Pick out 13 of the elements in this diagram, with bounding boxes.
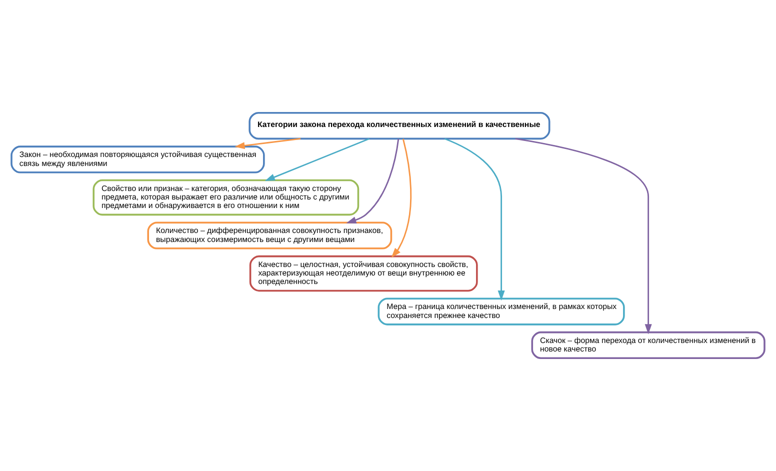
node-box: Категории закона перехода количественных изменений в качественные: [248, 112, 550, 140]
node-box: Качество – целостная, устойчивая совокупность свойств, характеризующая неотделимую от вещи внутреннюю ее определенность: [249, 255, 478, 292]
arrow: [391, 138, 412, 258]
node-box: Свойство или признак – категория, обозначающая такую сторону предмета, которая выражает его различие или общность с другими предметами и обнаруживается в его отношении к ним: [92, 179, 360, 216]
arrow: [234, 138, 301, 150]
arrow: [346, 138, 400, 224]
arrow: [515, 138, 652, 334]
arrow: [444, 138, 505, 301]
node-box: Скачок – форма перехода от количественных изменений в новое качество: [531, 331, 766, 360]
node-box: Количество – дифференцированная совокупность признаков, выражающих соизмеримость вещи с другими вещами: [147, 222, 392, 250]
node-box: Закон – необходимая повторяющаяся устойчивая существенная связь между явлениями: [10, 146, 265, 174]
node-box: Мера – граница количественных изменений, в рамках которых сохраняется прежнее качество: [378, 298, 625, 326]
arrow: [264, 138, 370, 182]
